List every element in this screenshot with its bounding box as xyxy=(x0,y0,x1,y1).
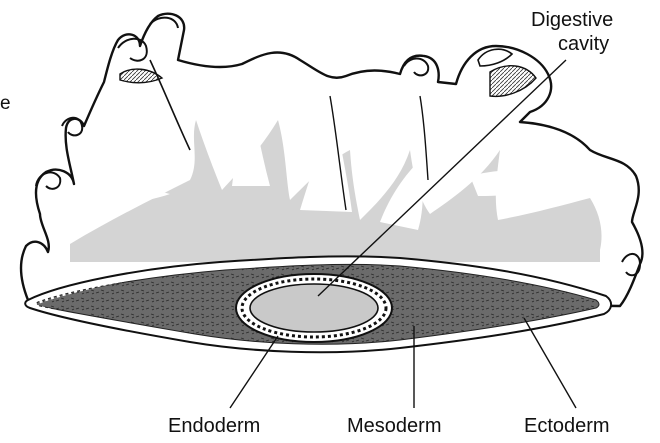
leader-ectoderm xyxy=(524,318,576,408)
label-mesoderm: Mesoderm xyxy=(347,414,441,438)
label-digestive-cavity: Digestive cavity xyxy=(531,8,613,56)
clipped-label-fragment: e xyxy=(0,92,11,116)
digestive-cavity xyxy=(250,284,378,332)
label-endoderm: Endoderm xyxy=(168,414,260,438)
label-ectoderm: Ectoderm xyxy=(524,414,610,438)
label-digestive-line2: cavity xyxy=(531,32,613,56)
label-digestive-line1: Digestive xyxy=(531,8,613,32)
